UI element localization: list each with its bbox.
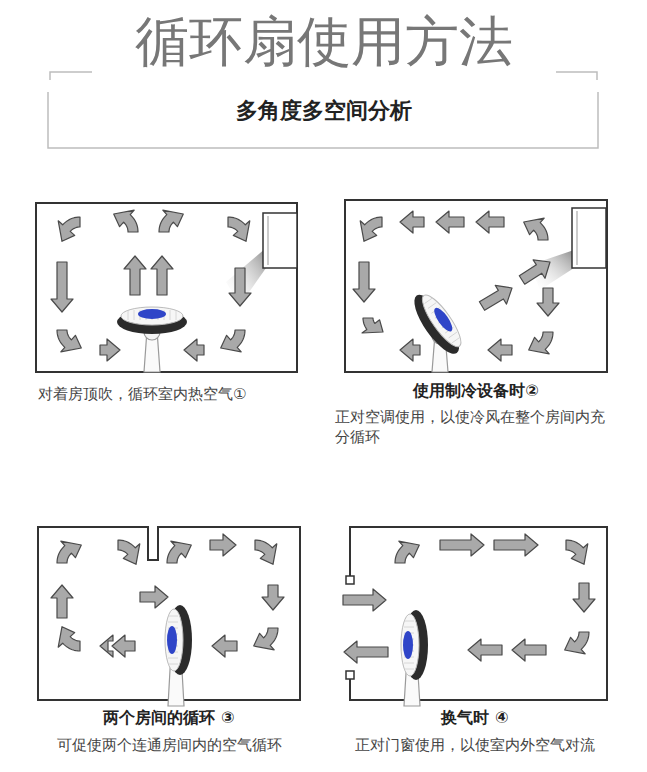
fan-hub <box>167 626 177 654</box>
fan-grille <box>416 290 466 351</box>
grille-line <box>404 627 414 628</box>
air-arrow <box>479 285 512 310</box>
grille-line <box>428 303 436 309</box>
air-arrow <box>537 288 559 316</box>
grille-line <box>168 664 178 665</box>
air-arrow <box>440 534 484 556</box>
fan-rim <box>407 289 467 360</box>
panel-caption: 换气时 ④ <box>343 707 607 729</box>
fan-grille <box>121 307 183 325</box>
panel-caption: 使用制冷设备时② <box>345 380 607 402</box>
air-arrow-curved <box>529 332 553 354</box>
grille-line <box>168 616 178 617</box>
panel-caption: 两个房间的循环 ③ <box>38 707 300 729</box>
air-arrow-curved <box>118 540 140 564</box>
panel-description: 正对门窗使用，以使室内外空气对流 <box>327 735 623 755</box>
air-arrow-curved <box>255 540 277 564</box>
grille-line <box>449 332 457 338</box>
panel-description: 可促使两个连通房间内的空气循环 <box>24 735 314 755</box>
grille-line <box>168 622 178 623</box>
fan-grille <box>401 614 419 676</box>
fan-hub <box>431 305 455 334</box>
room-panel: 换气时 ④正对门窗使用，以使室内外空气对流 <box>343 527 607 700</box>
air-arrow <box>124 256 146 295</box>
air-arrow-curved <box>254 628 278 650</box>
air-arrow <box>519 260 550 284</box>
air-arrow-curved <box>360 217 382 241</box>
air-arrow <box>476 211 504 233</box>
air-arrow <box>100 635 113 657</box>
air-arrow-curved <box>58 217 80 241</box>
air-arrow-curved <box>395 541 419 563</box>
air-arrow-curved <box>565 632 589 654</box>
fan-head <box>165 605 192 675</box>
air-arrow <box>151 256 173 295</box>
air-arrow <box>51 262 73 312</box>
fan-head <box>401 610 428 680</box>
grille-line <box>404 669 414 670</box>
air-arrow <box>488 339 512 361</box>
subtitle: 多角度多空间分析 <box>0 98 647 124</box>
air-arrow <box>112 635 135 657</box>
grille-line <box>170 310 171 320</box>
grille-line <box>452 337 460 343</box>
grille-line <box>128 310 129 320</box>
air-arrow-curved <box>58 627 80 651</box>
air-arrow <box>400 211 424 233</box>
air-arrow <box>262 585 284 610</box>
air-arrow <box>229 268 251 306</box>
fan-grille <box>165 609 183 671</box>
air-arrow <box>212 635 237 657</box>
grille-line <box>425 298 433 304</box>
air-arrow <box>140 586 168 608</box>
air-arrow <box>573 583 595 612</box>
air-arrow <box>343 589 386 611</box>
air-arrow <box>400 339 420 361</box>
air-arrow <box>353 262 375 302</box>
room-panel: 使用制冷设备时②正对空调使用，以使冷风在整个房间内充分循环 <box>345 200 607 372</box>
page-title: 循环扇使用方法 <box>0 12 647 71</box>
air-arrow-curved <box>566 540 588 564</box>
air-arrow <box>344 641 388 663</box>
air-arrow-curved <box>524 218 548 240</box>
room-panel: 两个房间的循环 ③可促使两个连通房间内的空气循环 <box>38 527 300 700</box>
air-arrow-curved <box>114 210 138 232</box>
air-arrow-curved <box>228 217 250 241</box>
air-arrow-curved <box>57 541 81 563</box>
panel-caption: 对着房顶吹，循环室内热空气① <box>38 384 308 404</box>
grille-line <box>404 621 414 622</box>
air-arrow-curved <box>57 330 81 352</box>
air-arrow <box>51 585 73 618</box>
fan-hub <box>403 631 413 659</box>
air-arrow-curved <box>362 318 383 333</box>
air-arrow-curved <box>159 210 183 232</box>
grille-line <box>168 658 178 659</box>
room-outlines <box>36 200 607 700</box>
air-arrow <box>210 534 236 556</box>
grille-line <box>134 310 135 320</box>
air-arrow <box>468 639 502 661</box>
air-arrow <box>436 211 464 233</box>
air-arrow <box>100 339 120 361</box>
fan-head <box>117 307 187 334</box>
air-arrow-curved <box>167 541 191 563</box>
panel-description: 正对空调使用，以使冷风在整个房间内充分循环 <box>335 407 607 448</box>
room-panel: 对着房顶吹，循环室内热空气① <box>36 203 297 372</box>
fan-hub <box>138 309 166 319</box>
fan-head <box>407 287 469 360</box>
air-arrow <box>494 534 538 556</box>
air-arrow <box>512 639 546 661</box>
air-arrow <box>184 339 204 361</box>
grille-line <box>404 663 414 664</box>
air-arrow-curved <box>221 330 245 352</box>
grille-line <box>176 310 177 320</box>
